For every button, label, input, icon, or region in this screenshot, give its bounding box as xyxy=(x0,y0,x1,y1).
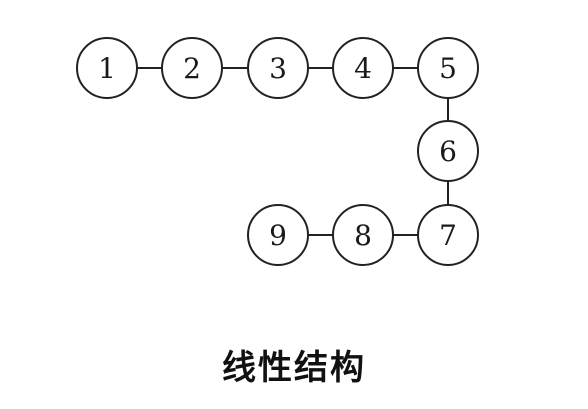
node-circle xyxy=(417,37,479,99)
node-label: 6 xyxy=(439,135,457,168)
node-6: 6 xyxy=(417,120,479,182)
node-circle xyxy=(332,204,394,266)
nodes-layer: 1 2 3 4 5 6 7 8 9 xyxy=(76,37,479,266)
node-8: 8 xyxy=(332,204,394,266)
node-label: 1 xyxy=(98,52,116,85)
node-1: 1 xyxy=(76,37,138,99)
node-circle xyxy=(247,37,309,99)
node-circle xyxy=(332,37,394,99)
node-5: 5 xyxy=(417,37,479,99)
node-label: 3 xyxy=(269,52,287,85)
node-7: 7 xyxy=(417,204,479,266)
node-label: 2 xyxy=(183,52,201,85)
node-circle xyxy=(76,37,138,99)
node-2: 2 xyxy=(161,37,223,99)
node-label: 9 xyxy=(269,219,287,252)
diagram-caption: 线性结构 xyxy=(222,348,366,388)
node-circle xyxy=(417,120,479,182)
node-label: 5 xyxy=(439,52,457,85)
node-4: 4 xyxy=(332,37,394,99)
node-circle xyxy=(247,204,309,266)
node-3: 3 xyxy=(247,37,309,99)
edges-layer xyxy=(137,67,449,236)
node-9: 9 xyxy=(247,204,309,266)
node-label: 8 xyxy=(354,219,372,252)
node-circle xyxy=(161,37,223,99)
node-circle xyxy=(417,204,479,266)
node-label: 4 xyxy=(354,52,372,85)
node-label: 7 xyxy=(439,219,457,252)
